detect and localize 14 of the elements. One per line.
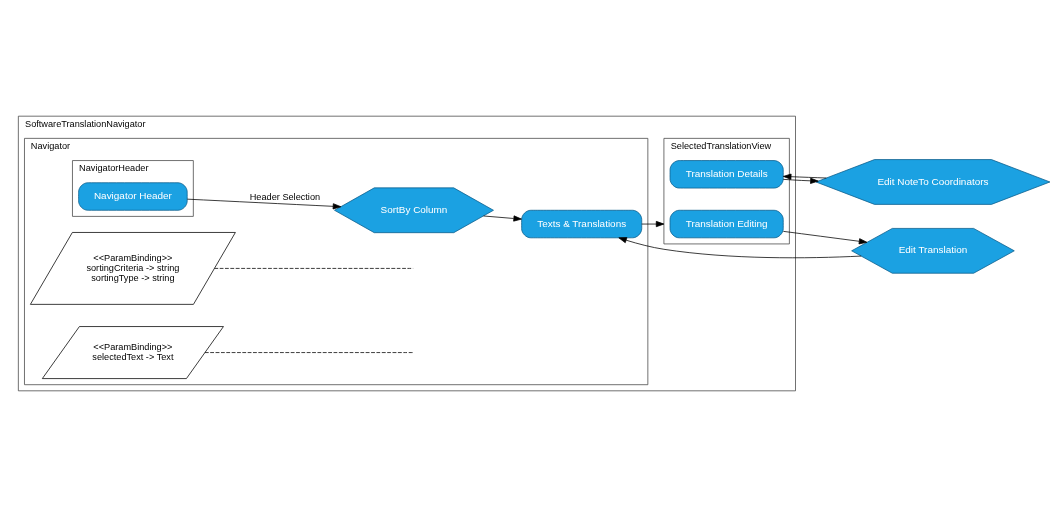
arrow	[618, 237, 862, 259]
edge-label: Header Selection	[249, 192, 321, 203]
node-box: Texts & Translations	[521, 209, 643, 239]
arrow	[783, 230, 868, 245]
arrow	[186, 198, 342, 210]
connector	[214, 268, 414, 269]
node-box: Navigator Header	[78, 182, 188, 211]
arrow	[782, 177, 819, 184]
arrow	[641, 221, 665, 228]
node-box: Translation Editing	[669, 209, 784, 239]
arrow	[483, 215, 522, 222]
node-box: Translation Details	[669, 160, 784, 189]
connector	[204, 352, 414, 353]
arrow	[783, 173, 827, 180]
